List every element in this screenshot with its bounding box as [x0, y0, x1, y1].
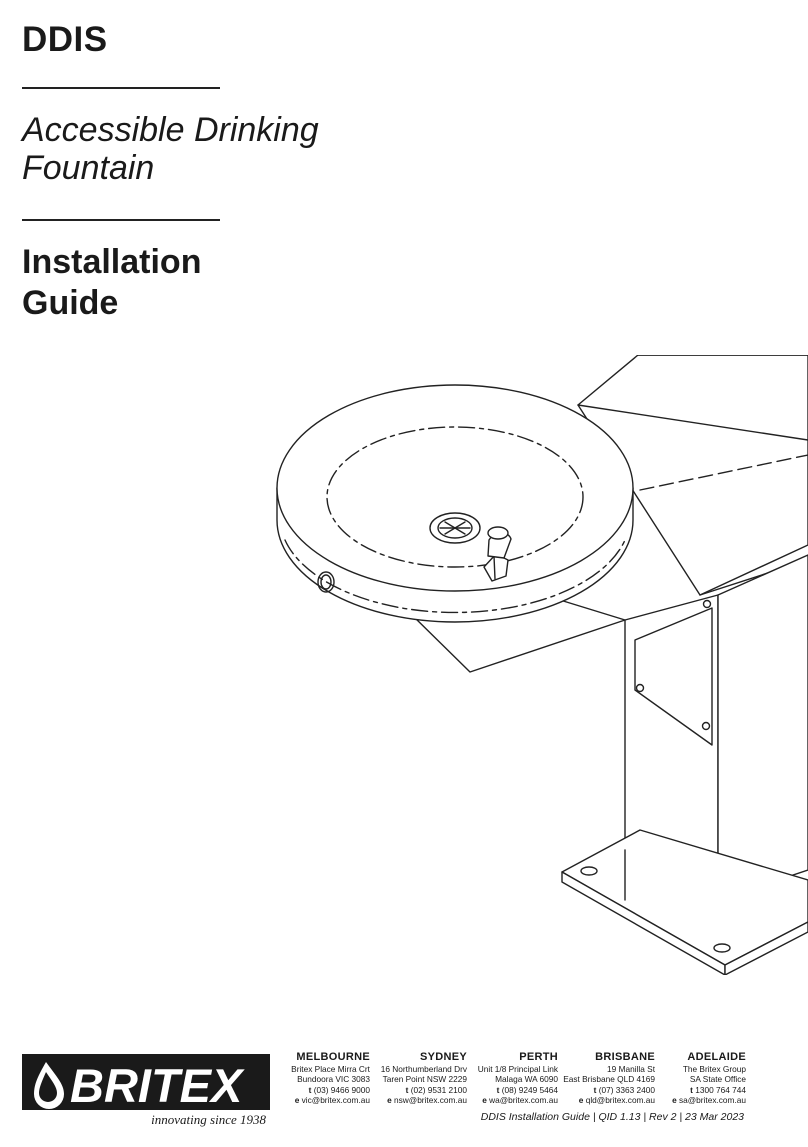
- office-perth: PERTH Unit 1/8 Principal Link Malaga WA …: [478, 1050, 558, 1106]
- bubbler-spout: [483, 526, 512, 582]
- office-phone: t (08) 9249 5464: [496, 1084, 558, 1095]
- subtitle-line-2: Fountain: [22, 149, 155, 187]
- office-address: 16 Northumberland Drv: [380, 1064, 467, 1074]
- office-melbourne: MELBOURNE Britex Place Mirra Crt Bundoor…: [291, 1050, 370, 1106]
- office-list: MELBOURNE Britex Place Mirra Crt Bundoor…: [286, 1050, 746, 1110]
- office-email[interactable]: e wa@britex.com.au: [482, 1095, 558, 1106]
- brand-name: BRITEX: [70, 1059, 245, 1112]
- office-phone: t (03) 9466 9000: [308, 1084, 370, 1095]
- office-phone: t (07) 3363 2400: [593, 1084, 655, 1095]
- office-city: PERTH: [519, 1051, 558, 1063]
- office-email[interactable]: e nsw@britex.com.au: [387, 1095, 467, 1106]
- office-city: BRISBANE: [595, 1051, 655, 1063]
- divider-bottom: [22, 219, 220, 221]
- office-address: SA State Office: [689, 1074, 746, 1085]
- office-email[interactable]: e qld@britex.com.au: [578, 1095, 655, 1106]
- britex-logo: BRITEX innovating since 1938: [22, 1054, 270, 1127]
- drinking-fountain-illustration: [276, 355, 808, 975]
- office-address: Britex Place Mirra Crt: [291, 1064, 370, 1074]
- office-address: The Britex Group: [682, 1064, 746, 1074]
- pedestal: [624, 554, 808, 901]
- office-email[interactable]: e vic@britex.com.au: [294, 1095, 370, 1106]
- office-brisbane: BRISBANE 19 Manilla St East Brisbane QLD…: [563, 1050, 655, 1106]
- bracket-arm: [577, 355, 808, 596]
- document-reference: DDIS Installation Guide | QID 1.13 | Rev…: [480, 1111, 744, 1123]
- subtitle-line-1: Accessible Drinking: [22, 111, 319, 149]
- bowl: [276, 384, 634, 623]
- office-phone: t 1300 764 744: [690, 1084, 746, 1095]
- office-address: Unit 1/8 Principal Link: [477, 1064, 558, 1074]
- office-city: MELBOURNE: [296, 1051, 370, 1063]
- office-adelaide: ADELAIDE The Britex Group SA State Offic…: [672, 1050, 746, 1106]
- office-email[interactable]: e sa@britex.com.au: [672, 1095, 746, 1106]
- office-address: Taren Point NSW 2229: [382, 1074, 467, 1085]
- product-subtitle: Accessible Drinking Fountain: [22, 111, 319, 187]
- product-code: DDIS: [22, 20, 108, 59]
- brand-tagline: innovating since 1938: [151, 1112, 266, 1127]
- logo-background: [22, 1054, 270, 1110]
- office-city: ADELAIDE: [687, 1051, 746, 1063]
- divider-top: [22, 87, 220, 89]
- office-address: East Brisbane QLD 4169: [563, 1074, 655, 1085]
- office-address: 19 Manilla St: [607, 1064, 655, 1074]
- office-address: Malaga WA 6090: [495, 1074, 558, 1085]
- document-title: Installation Guide: [22, 242, 201, 324]
- title-line-1: Installation: [22, 243, 202, 281]
- title-line-2: Guide: [22, 284, 119, 322]
- office-city: SYDNEY: [419, 1051, 467, 1063]
- office-phone: t (02) 9531 2100: [405, 1084, 467, 1095]
- office-sydney: SYDNEY 16 Northumberland Drv Taren Point…: [381, 1050, 467, 1106]
- base-plate: [561, 829, 808, 975]
- office-address: Bundoora VIC 3083: [297, 1074, 370, 1085]
